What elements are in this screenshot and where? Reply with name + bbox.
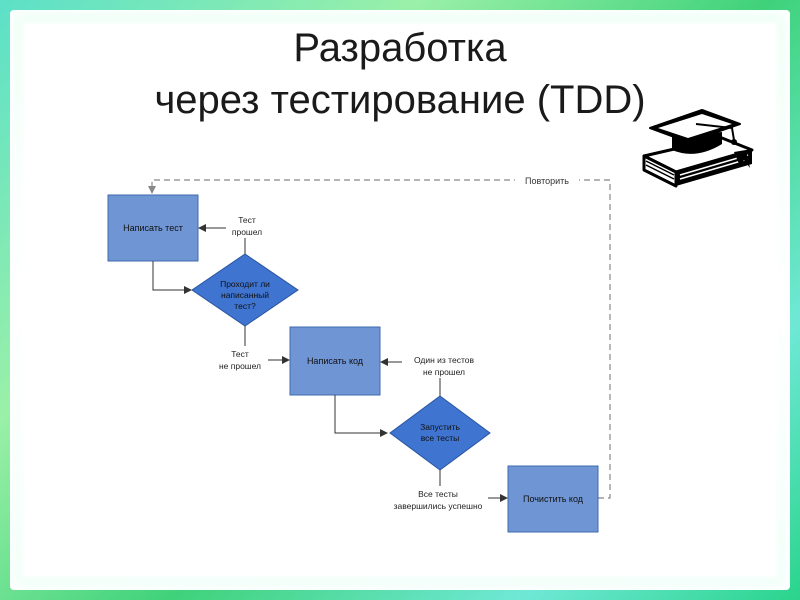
all-passed-line-2: завершились успешно — [394, 501, 483, 511]
node-run-tests: Запустить все тесты — [389, 395, 491, 471]
one-failed-line-2: не прошел — [423, 367, 465, 377]
node-write-code: Написать код — [289, 326, 381, 396]
test-passed-line-1: Тест — [238, 215, 256, 225]
node-cleanup: Почистить код — [507, 465, 599, 533]
repeat-loop: Повторить — [148, 173, 611, 499]
check-test-line-2: написанный — [221, 290, 269, 300]
slide-background — [24, 24, 776, 576]
edge-all-passed: Все тесты завершились успешно — [388, 470, 508, 512]
node-write-test: Написать тест — [107, 194, 199, 262]
write-code-label: Написать код — [307, 356, 364, 366]
all-passed-line-1: Все тесты — [418, 489, 458, 499]
title-line-1: Разработка — [293, 26, 507, 70]
edge-one-failed: Один из тестов не прошел — [380, 352, 486, 396]
slide-title: Разработка через тестирование (TDD) — [0, 22, 800, 126]
check-test-line-3: тест? — [234, 301, 256, 311]
title-line-2: через тестирование (TDD) — [154, 78, 646, 122]
test-passed-line-2: прошел — [232, 227, 262, 237]
repeat-label: Повторить — [525, 176, 569, 186]
edge-code-to-run — [334, 395, 388, 437]
graduation-cap-on-book-icon — [642, 109, 754, 188]
edge-test-passed: Тест прошел — [198, 212, 268, 254]
one-failed-line-1: Один из тестов — [414, 355, 474, 365]
node-check-test: Проходит ли написанный тест? — [191, 253, 299, 327]
write-test-label: Написать тест — [123, 223, 183, 233]
test-failed-line-2: не прошел — [219, 361, 261, 371]
edge-write-to-check — [152, 261, 192, 294]
edge-test-failed: Тест не прошел — [212, 326, 290, 372]
test-failed-line-1: Тест — [231, 349, 249, 359]
run-tests-line-1: Запустить — [420, 422, 460, 432]
run-tests-line-2: все тесты — [421, 433, 460, 443]
check-test-line-1: Проходит ли — [220, 279, 270, 289]
cleanup-label: Почистить код — [523, 494, 584, 504]
